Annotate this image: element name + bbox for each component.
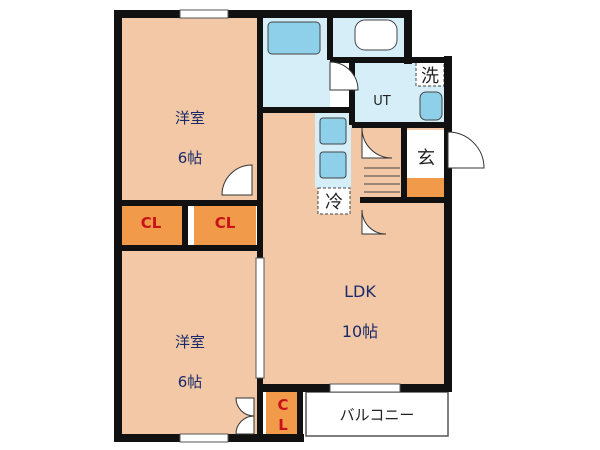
fridge-space: [317, 187, 351, 215]
western-room-top-label: 洋室 6帖: [150, 88, 230, 188]
stove: [319, 151, 347, 179]
bathtub: [267, 21, 321, 55]
room-size: 6帖: [177, 149, 203, 167]
western-room-bottom-label: 洋室 6帖: [150, 312, 230, 412]
entrance-floor: [404, 130, 448, 178]
western-room-bottom-floor: [118, 248, 260, 436]
entrance-step: [364, 167, 400, 193]
closet-1-label: CL: [140, 214, 162, 232]
closet-3-fill: [266, 392, 300, 438]
ut-label: UT: [373, 94, 391, 109]
room-name: 洋室: [174, 109, 205, 127]
closet-3-label-c: C: [277, 396, 289, 414]
closet-2-label: CL: [214, 214, 236, 232]
room-size: 10帖: [341, 322, 379, 341]
walls: [114, 10, 452, 442]
entrance-label: 玄: [417, 148, 435, 169]
wash-basin: [419, 91, 443, 121]
fridge-label: 冷: [325, 192, 343, 213]
balcony-label: バルコニー: [339, 406, 415, 424]
washer-label: 洗: [421, 66, 439, 87]
balcony: [305, 391, 449, 437]
closet-3-label-l: L: [278, 416, 288, 434]
toilet-bowl: [354, 19, 398, 51]
room-name: 洋室: [174, 333, 205, 351]
ldk-label: LDK 10帖: [320, 262, 400, 362]
sink: [319, 117, 347, 145]
entrance-closet-fill: [404, 178, 444, 198]
room-name: LDK: [344, 282, 376, 301]
room-size: 6帖: [177, 373, 203, 391]
windows: [179, 9, 401, 443]
closet-2-fill: [194, 205, 256, 245]
closet-1-fill: [120, 205, 182, 245]
door-swings: [221, 61, 485, 435]
